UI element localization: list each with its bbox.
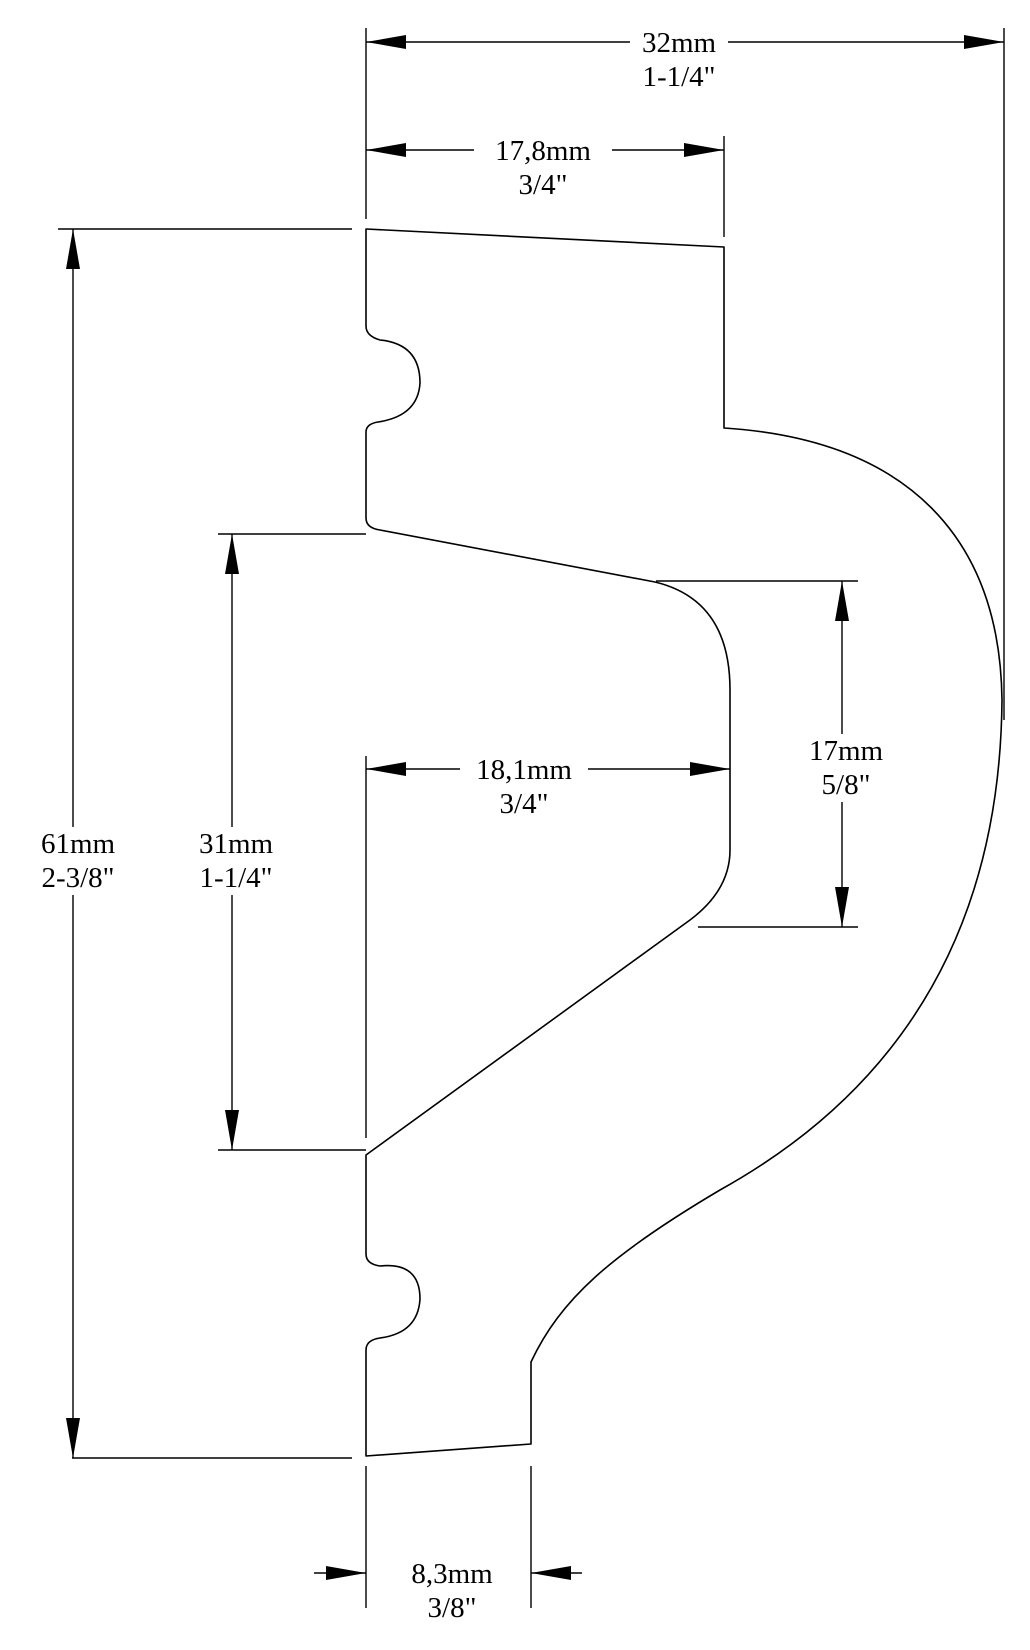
dim-inner-height-imperial: 1-1/4": [199, 862, 273, 894]
molding-profile-outline: [365, 228, 1003, 1457]
dim-bottom-width-metric: 8,3mm: [411, 1558, 493, 1590]
dim-inner-width-metric: 18,1mm: [476, 754, 572, 786]
dim-overall-width-label: 32mm 1-1/4": [630, 26, 728, 94]
dim-overall-width-imperial: 1-1/4": [642, 61, 716, 93]
dim-overall-height-label: 61mm 2-3/8": [18, 827, 138, 895]
dim-inner-width-imperial: 3/4": [499, 788, 549, 820]
dim-inner-width-label: 18,1mm 3/4": [460, 753, 588, 821]
dim-bottom-width-label: 8,3mm 3/8": [392, 1557, 512, 1625]
dim-overall-height-metric: 61mm: [40, 828, 116, 860]
dim-inner-height-metric: 31mm: [198, 828, 274, 860]
dim-overall-height-imperial: 2-3/8": [41, 862, 115, 894]
dim-notch-height-metric: 17mm: [808, 735, 884, 767]
extension-lines: [58, 28, 1005, 1608]
dim-inner-height-label: 31mm 1-1/4": [180, 827, 292, 895]
dim-top-width-metric: 17,8mm: [495, 135, 591, 167]
dim-notch-height-imperial: 5/8": [821, 769, 871, 801]
dim-notch-height-label: 17mm 5/8": [790, 734, 902, 802]
dim-top-width-label: 17,8mm 3/4": [474, 134, 612, 202]
dim-top-width-imperial: 3/4": [518, 169, 568, 201]
dim-overall-width-metric: 32mm: [641, 27, 717, 59]
dim-bottom-width-imperial: 3/8": [427, 1592, 477, 1624]
